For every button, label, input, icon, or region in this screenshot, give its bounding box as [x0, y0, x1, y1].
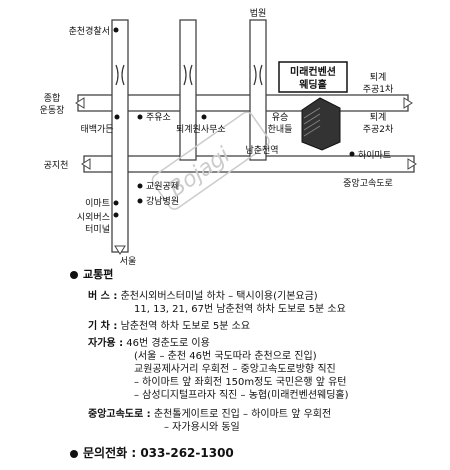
label-terminal1: 시외버스	[77, 211, 110, 223]
label-toegye-office: 퇴계원사무소	[176, 123, 226, 135]
road-middle-vertical	[179, 19, 197, 161]
phone-row: 문의전화 : 033-262-1300	[70, 446, 234, 460]
label-expressway: 중앙고속도로	[343, 177, 393, 189]
arrow-expressway	[407, 158, 417, 170]
car-row-5: – 삼성디지털프라자 직진 – 농협(미래컨벤션웨딩홀)	[134, 390, 349, 401]
map-labels: 춘천경찰서 법원 종합 운동장 태백가든 주유소 퇴계원사무소 유승 한내들 퇴…	[40, 8, 394, 267]
bullet-icon	[70, 271, 78, 279]
label-himart: 하이마트	[358, 150, 391, 161]
label-jugong1: 주공1차	[363, 83, 394, 95]
bus-row-2: 11, 13, 21, 67번 남춘천역 하차 도보로 5분 소요	[134, 304, 346, 315]
label-seoul: 서울	[120, 256, 137, 267]
label-gangnam: 강남병원	[146, 196, 179, 207]
label-station: 남춘천역	[245, 145, 278, 156]
arrow-west	[75, 97, 85, 109]
car-row: 자가용 : 46번 경춘도로 이용	[88, 338, 210, 349]
road-network	[77, 19, 415, 253]
label-taebaek: 태백가든	[80, 124, 113, 135]
svg-text:웨딩홀: 웨딩홀	[299, 78, 327, 91]
label-hannaedeul: 한내들	[268, 124, 293, 135]
arrow-east	[403, 97, 413, 109]
arrow-gongji	[81, 158, 91, 170]
expressway-row: 중앙고속도로 : 춘천톨게이트로 진입 – 하이마트 앞 우회전	[88, 409, 332, 420]
label-toegye1: 퇴계	[370, 71, 387, 83]
car-row-4: – 하이마트 앞 좌회전 150m정도 국민은행 앞 유턴	[134, 377, 347, 388]
label-emart: 이마트	[85, 198, 110, 209]
phone-number[interactable]: 033-262-1300	[140, 446, 234, 460]
bus-row: 버 스 : 춘천시외버스터미널 하차 – 택시이용(기본요금)	[88, 291, 318, 302]
label-court: 법원	[250, 8, 267, 19]
label-police: 춘천경찰서	[69, 25, 110, 37]
venue-marker: 미래컨벤션 웨딩홀	[278, 61, 348, 151]
directions-panel: 교통편 버 스 : 춘천시외버스터미널 하차 – 택시이용(기본요금) 11, …	[0, 262, 450, 470]
svg-text:미래컨벤션: 미래컨벤션	[290, 65, 336, 78]
road-right-vertical	[249, 19, 267, 161]
bridge-marks	[115, 64, 263, 86]
label-stadium: 운동장	[40, 105, 65, 116]
label-yusung: 유승	[272, 112, 289, 123]
label-gas: 주유소	[146, 112, 171, 123]
label-toegye2: 퇴계	[370, 111, 387, 123]
label-jonghap: 종합	[44, 93, 61, 104]
car-row-2: (서울 – 춘천 46번 국도따라 춘천으로 진입)	[134, 351, 317, 362]
location-map: Bojagi 미래컨벤션 웨딩홀 춘천경찰서 법원 종합 운동장 태백가든 주유…	[40, 8, 417, 267]
poi-dots	[113, 27, 355, 218]
car-row-3: 교원공제사거리 우회전 – 중앙고속도로방향 직진	[134, 364, 336, 375]
expressway-row-2: – 자가용시와 동일	[164, 422, 240, 433]
traffic-heading: 교통편	[70, 268, 113, 282]
label-terminal2: 터미널	[85, 224, 110, 235]
road-left-vertical	[111, 19, 129, 253]
train-row: 기 차 : 남춘천역 하차 도보로 5분 소요	[88, 321, 251, 332]
bullet-icon	[70, 450, 78, 458]
label-gongji: 공지천	[44, 160, 69, 171]
arrow-seoul	[114, 245, 126, 255]
label-gyowon: 교원공제	[146, 181, 179, 192]
label-jugong2: 주공2차	[363, 123, 394, 135]
